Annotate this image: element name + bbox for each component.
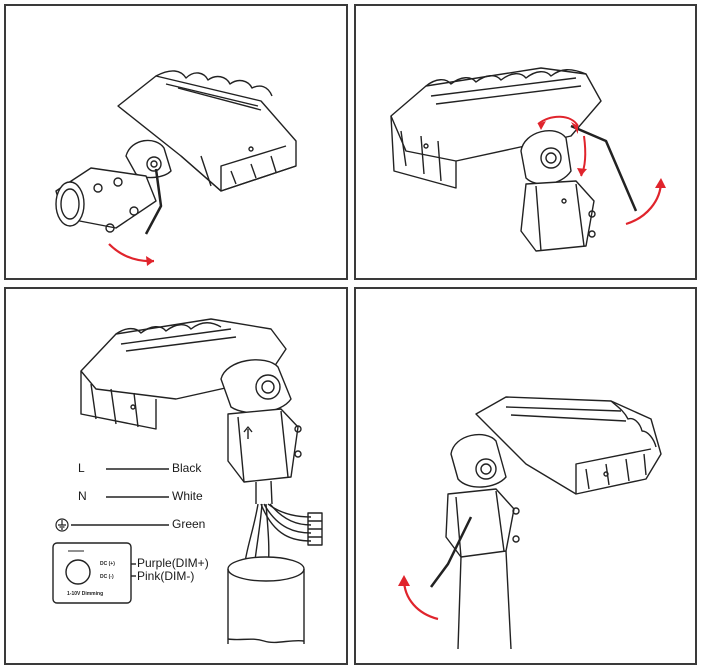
step-1-illustration [55,70,297,266]
step-3-wiring-panel: L N Black White Green Purple(DIM+) Pink(… [4,287,348,665]
step-2-illustration [390,67,666,252]
white-wire-label: White [172,489,203,503]
green-wire-label: Green [172,517,206,531]
rotation-arrow-icon [537,115,579,127]
step-3-illustration [52,318,323,644]
step-2-panel [354,4,697,280]
line-label: L [78,461,85,475]
step-4-panel [354,287,697,665]
ground-icon [55,518,69,532]
dc-plus-label: DC (+) [100,561,115,567]
dimming-caption: 1-10V Dimming [67,591,104,597]
neutral-label: N [78,489,87,503]
step-4-illustration [398,396,662,650]
purple-wire-label: Purple(DIM+) [137,556,209,570]
black-wire-label: Black [172,461,202,475]
step-1-panel [4,4,348,280]
pink-wire-label: Pink(DIM-) [137,569,195,583]
dc-minus-label: DC (-) [100,574,114,580]
